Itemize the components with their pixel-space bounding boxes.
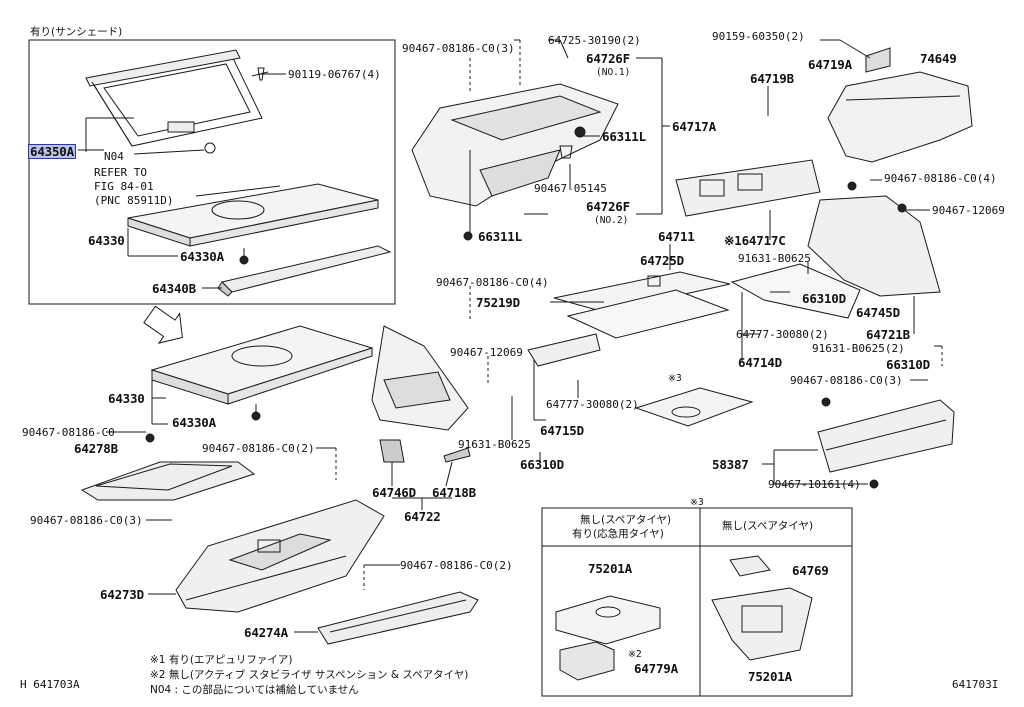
part-label-91631-b0625-a[interactable]: 91631-B0625 [458,438,531,451]
rear-strip [217,245,392,297]
note-1: ※1 有り(エアピュリファイア) [150,654,293,666]
table-col1-header-line1: 無し(スペアタイヤ) [580,514,672,526]
part-label-64745d[interactable]: 64745D [856,305,900,320]
note-n04: N04 : この部品については補給していません [150,684,359,696]
part-label-90467-08186-c0[interactable]: 90467-08186-C0 [22,426,115,439]
refer-to-text: REFER TO [94,166,147,179]
sunshade-inset-frame [28,39,396,305]
part-note-no1: (NO.1) [596,67,631,78]
package-tray-top [127,183,379,265]
part-label-64714d[interactable]: 64714D [738,355,782,370]
refer-pnc-text: (PNC 85911D) [94,194,174,207]
part-label-64340b[interactable]: 64340B [152,281,196,296]
part-label-91631-b0625-c[interactable]: 91631-B0625(2) [812,342,905,355]
part-label-66311l-2[interactable]: 66311L [478,229,522,244]
table-marker-note3: ※3 [690,497,704,508]
part-label-90119-06767[interactable]: 90119-06767(4) [288,68,381,81]
part-label-90467-08186-c0-3a[interactable]: 90467-08186-C0(3) [30,514,143,527]
part-label-90467-08186-c0-2a[interactable]: 90467-08186-C0(2) [202,442,315,455]
right-side-trim [730,181,941,319]
leader-lines [78,39,943,633]
part-label-164717c[interactable]: ※164717C [724,233,786,248]
part-label-64711[interactable]: 64711 [658,229,695,244]
part-label-64350a-highlighted[interactable]: 64350A [28,144,76,159]
part-label-90467-08186-c0-4b[interactable]: 90467-08186-C0(4) [884,172,997,185]
part-label-n04[interactable]: N04 [104,150,124,163]
part-label-90467-08186-c0-2b[interactable]: 90467-08186-C0(2) [400,559,513,572]
part-label-64715d[interactable]: 64715D [540,423,584,438]
section-header-sunshade: 有り(サンシェード) [30,26,123,38]
note3-marker-floor: ※3 [668,373,682,384]
part-label-90467-08186-c0-3b[interactable]: 90467-08186-C0(3) [402,42,515,55]
part-label-75201a-1[interactable]: 75201A [588,561,632,576]
part-label-90467-08186-c0-3c[interactable]: 90467-08186-C0(3) [790,374,903,387]
part-label-64779a[interactable]: 64779A [634,661,678,676]
part-label-64726f-2[interactable]: 64726F [586,199,630,214]
part-label-90467-05145[interactable]: 90467-05145 [534,182,607,195]
part-label-66310d-2[interactable]: 66310D [802,291,846,306]
part-label-64717a[interactable]: 64717A [672,119,716,134]
part-label-58387[interactable]: 58387 [712,457,749,472]
trim-64273d [175,499,385,613]
part-label-75219d[interactable]: 75219D [476,295,520,310]
part-label-66310d-1[interactable]: 66310D [520,457,564,472]
part-label-64746d[interactable]: 64746D [372,485,416,500]
sunshade-assembly [85,49,269,155]
part-label-64330-top[interactable]: 64330 [88,233,125,248]
footer-right-code: 641703I [952,678,999,691]
part-label-64722[interactable]: 64722 [404,509,441,524]
trim-64274a [317,591,479,645]
part-label-64330a[interactable]: 64330A [172,415,216,430]
trim-64278b [80,433,256,501]
part-label-64719a[interactable]: 64719A [808,57,852,72]
part-label-64725-30190[interactable]: 64725-30190(2) [548,34,641,47]
table-col1-header-line2: 有り(応急用タイヤ) [572,528,664,540]
floor-board [527,271,731,367]
right-upper-64719a [827,47,973,163]
part-label-66311l-1[interactable]: 66311L [602,129,646,144]
part-label-90467-12069-b[interactable]: 90467-12069 [932,204,1005,217]
part-label-64721b[interactable]: 64721B [866,327,910,342]
part-label-64273d[interactable]: 64273D [100,587,144,602]
sill-58387 [817,397,955,489]
part-label-64718b[interactable]: 64718B [432,485,476,500]
part-label-90467-12069-a[interactable]: 90467-12069 [450,346,523,359]
part-label-91631-b0625-b[interactable]: 91631-B0625 [738,252,811,265]
side-trim-64722 [371,325,471,463]
part-label-74649[interactable]: 74649 [920,51,957,66]
part-note-no2: (NO.2) [594,215,629,226]
part-label-64330[interactable]: 64330 [108,391,145,406]
footer-left-code: H 641703A [20,678,80,691]
refer-fig-link[interactable]: FIG 84-01 [94,180,154,193]
part-label-64719b[interactable]: 64719B [750,71,794,86]
table-col2-header: 無し(スペアタイヤ) [722,520,814,532]
part-label-75201a-2[interactable]: 75201A [748,669,792,684]
part-label-64725d[interactable]: 64725D [640,253,684,268]
deck-64715d [634,387,754,427]
part-label-66310d-3[interactable]: 66310D [886,357,930,372]
note-2: ※2 無し(アクティブ スタビライザ サスペンション & スペアタイヤ) [150,669,469,681]
part-label-64777-30080-a[interactable]: 64777-30080(2) [546,398,639,411]
duct-164717c [675,159,821,217]
part-label-90467-08186-c0-4a[interactable]: 90467-08186-C0(4) [436,276,549,289]
part-label-64769[interactable]: 64769 [792,563,829,578]
part-label-64330a-top[interactable]: 64330A [180,249,224,264]
part-label-90467-10161[interactable]: 90467-10161(4) [768,478,861,491]
part-label-64278b[interactable]: 64278B [74,441,118,456]
part-label-90159-60350[interactable]: 90159-60350(2) [712,30,805,43]
package-tray-main [150,325,374,421]
upper-panel-64717a [411,83,619,241]
part-label-64726f-1[interactable]: 64726F [586,51,630,66]
spare-table [541,507,853,697]
table-note2-marker: ※2 [628,649,642,660]
part-label-64274a[interactable]: 64274A [244,625,288,640]
part-label-64777-30080-b[interactable]: 64777-30080(2) [736,328,829,341]
